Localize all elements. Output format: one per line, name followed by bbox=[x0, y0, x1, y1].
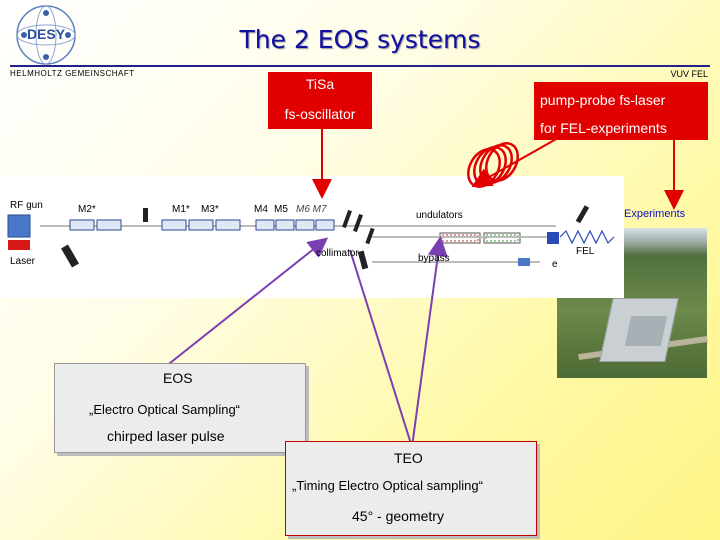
m5-label: M5 bbox=[274, 204, 288, 215]
eos-title: EOS bbox=[163, 370, 193, 386]
eos-pointer-line bbox=[164, 237, 329, 368]
m3-label: M3* bbox=[201, 204, 219, 215]
dump-block bbox=[518, 258, 530, 266]
m2-label: M2* bbox=[78, 204, 96, 215]
laser-label: Laser bbox=[10, 256, 36, 267]
teo-description: „Timing Electro Optical sampling“ bbox=[292, 478, 483, 493]
compressor-magnet-1 bbox=[61, 244, 79, 268]
teo-title: TEO bbox=[394, 450, 423, 466]
project-label: VUV FEL bbox=[670, 69, 708, 79]
eos-method: chirped laser pulse bbox=[107, 428, 225, 444]
eos-box: EOS „Electro Optical Sampling“ chirped l… bbox=[54, 363, 306, 453]
undulators-label: undulators bbox=[416, 210, 463, 221]
oscillator-label: fs-oscillator bbox=[284, 106, 356, 122]
fiber-coil-icon bbox=[467, 142, 519, 188]
magnet-5 bbox=[365, 227, 375, 245]
e-label: e bbox=[552, 259, 558, 270]
fel-wave-icon bbox=[559, 229, 615, 245]
header-rule bbox=[10, 65, 710, 67]
m4-label: M4 bbox=[254, 204, 268, 215]
magnet-4 bbox=[353, 213, 363, 233]
mirror bbox=[575, 205, 590, 224]
page-title: The 2 EOS systems bbox=[239, 25, 481, 54]
magnet-3 bbox=[342, 209, 352, 229]
tisa-oscillator-box: TiSa fs-oscillator bbox=[268, 72, 372, 129]
org-label: HELMHOLTZ GEMEINSCHAFT bbox=[10, 69, 135, 78]
tisa-label: TiSa bbox=[305, 76, 335, 92]
m6-m7-label: M6 M7 bbox=[296, 204, 327, 215]
desy-logo: DESY bbox=[14, 4, 78, 66]
collimator-label: collimator bbox=[316, 248, 359, 259]
logo-text: DESY bbox=[27, 26, 66, 42]
fel-label: FEL bbox=[576, 246, 595, 257]
magnet-6 bbox=[357, 250, 369, 270]
pump-probe-arrow bbox=[471, 137, 559, 187]
m1-label: M1* bbox=[172, 204, 190, 215]
rf-gun-label: RF gun bbox=[10, 200, 43, 211]
teo-pointer-line-2 bbox=[411, 236, 448, 448]
pump-probe-label: pump-probe fs-laser bbox=[540, 92, 666, 108]
experiments-label: Experiments bbox=[624, 208, 686, 220]
compressor-magnet-2 bbox=[143, 208, 148, 222]
rf-gun-block bbox=[7, 214, 31, 238]
pump-probe-laser-box: pump-probe fs-laser for FEL-experiments bbox=[534, 82, 708, 140]
teo-geometry: 45° - geometry bbox=[352, 508, 444, 524]
laser-block bbox=[8, 240, 30, 250]
fel-experiments-label: for FEL-experiments bbox=[540, 120, 667, 136]
accelerator-modules bbox=[69, 219, 335, 231]
teo-pointer-line-1 bbox=[349, 249, 413, 448]
eos-description: „Electro Optical Sampling“ bbox=[89, 402, 240, 417]
teo-box: TEO „Timing Electro Optical sampling“ 45… bbox=[285, 441, 537, 536]
fel-port-block bbox=[547, 232, 559, 244]
bypass-label: bypass bbox=[418, 253, 450, 264]
